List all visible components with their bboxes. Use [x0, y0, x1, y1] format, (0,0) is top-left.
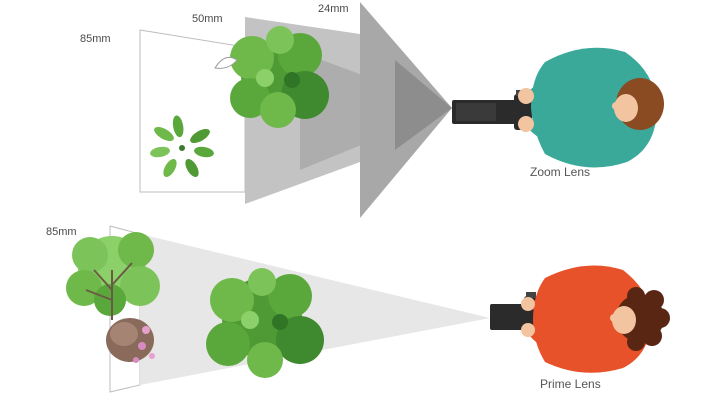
bush-icon [214, 26, 329, 128]
zoom-lens-caption: Zoom Lens [530, 165, 591, 179]
bush-bottom-icon [206, 268, 324, 378]
prime-85mm-label: 85mm [46, 226, 77, 238]
prime-lens-caption: Prime Lens [540, 377, 601, 391]
small-plant-icon [150, 115, 214, 178]
prime-photographer-icon [521, 265, 670, 373]
zoom-50mm-label: 50mm [192, 13, 223, 25]
zoom-24mm-label: 24mm [318, 3, 349, 15]
zoom-lens-diagram [139, 2, 664, 218]
zoom-photographer-icon [518, 47, 664, 168]
prime-beam [140, 234, 490, 385]
tree-icon [66, 232, 160, 363]
prime-lens-diagram [66, 225, 670, 393]
zoom-85mm-label: 85mm [80, 33, 111, 45]
